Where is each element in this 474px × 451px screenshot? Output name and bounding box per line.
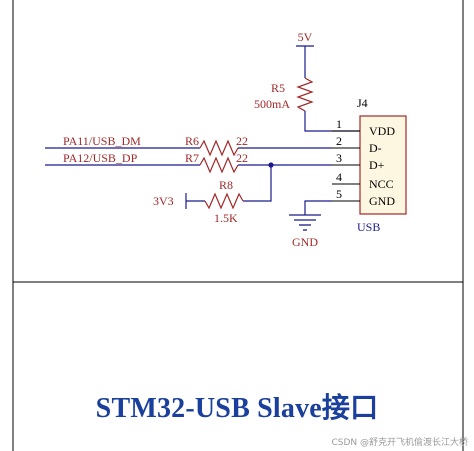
pin-5-name: GND: [369, 194, 395, 208]
pin-2-number: 2: [336, 134, 342, 148]
net-dp-label: PA12/USB_DP: [63, 151, 138, 165]
j4-ref: J4: [357, 96, 368, 110]
pin-3-name: D+: [369, 158, 385, 172]
r7-value: 22: [236, 151, 248, 165]
pin-1-number: 1: [336, 117, 342, 131]
pin-1-name: VDD: [369, 124, 395, 138]
pin-4-number: 4: [336, 170, 342, 184]
r8-ref: R8: [219, 178, 233, 192]
r5-resistor: [296, 77, 314, 112]
net-dm-label: PA11/USB_DM: [63, 134, 141, 148]
figure-caption: STM32-USB Slave接口: [95, 393, 379, 424]
j4-type: USB: [357, 220, 380, 234]
gnd-wire: [304, 200, 332, 215]
pin-4-name: NCC: [369, 177, 394, 191]
r6-resistor: [199, 139, 239, 157]
pin-5-number: 5: [336, 187, 342, 201]
watermark: CSDN @舒克开飞机偷渡长江大桥: [331, 438, 468, 448]
pin-3-number: 3: [336, 151, 342, 165]
pin-2-name: D-: [369, 141, 382, 155]
r5-value: 500mA: [254, 97, 290, 111]
j4-connector: [359, 115, 407, 215]
vdd-wire: [304, 111, 360, 132]
r7-resistor: [199, 156, 239, 174]
r7-ref: R7: [185, 151, 199, 165]
r8-value: 1.5K: [214, 211, 238, 225]
r8-resistor: [204, 192, 244, 210]
net-5v-label: 5V: [298, 30, 313, 44]
r8-wire-right: [243, 165, 272, 202]
gnd-label: GND: [292, 235, 318, 249]
net-3v3-label: 3V3: [153, 194, 174, 208]
r6-ref: R6: [185, 134, 199, 148]
r5-ref: R5: [271, 81, 285, 95]
r6-value: 22: [236, 134, 248, 148]
